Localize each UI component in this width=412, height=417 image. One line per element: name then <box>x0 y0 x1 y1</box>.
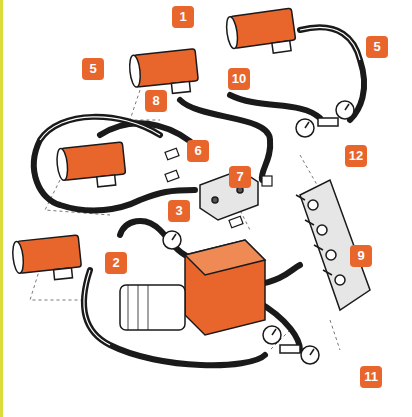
callout-number: 5 <box>82 58 104 80</box>
callout-number: 9 <box>350 245 372 267</box>
cylinders <box>11 8 297 284</box>
callout-number: 3 <box>168 200 190 222</box>
pump-unit <box>120 231 265 335</box>
callout-number: 6 <box>187 140 209 162</box>
gauges <box>263 101 354 364</box>
callout-number: 12 <box>345 145 367 167</box>
callout-number: 11 <box>360 366 382 388</box>
callout-number: 1 <box>172 6 194 28</box>
hose-highlights <box>40 27 360 345</box>
callout-number: 5 <box>366 36 388 58</box>
leader-lines <box>30 90 340 350</box>
callout-number: 8 <box>145 90 167 112</box>
callout-number: 2 <box>105 252 127 274</box>
callout-number: 7 <box>229 166 251 188</box>
edge-bar <box>0 0 3 417</box>
couplers <box>165 148 272 228</box>
callout-number: 10 <box>228 68 250 90</box>
